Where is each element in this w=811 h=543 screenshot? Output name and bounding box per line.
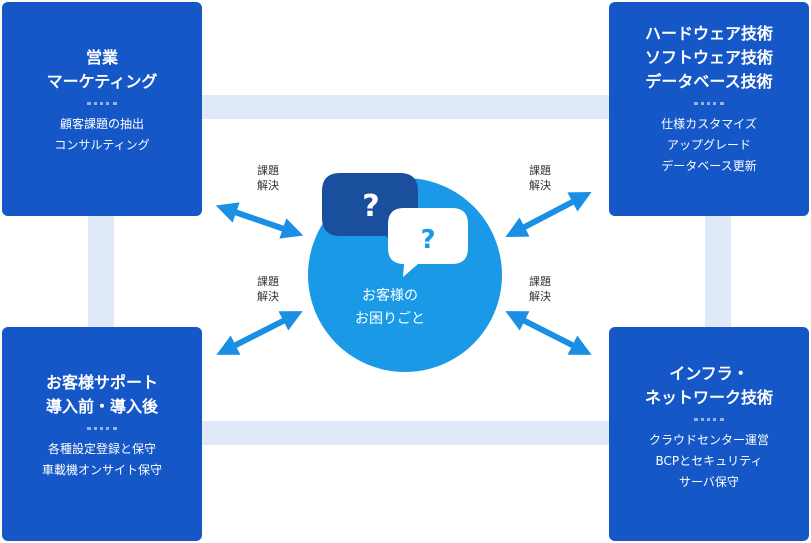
box-marketing: 営業 マーケティング 顧客課題の抽出 コンサルティング: [2, 2, 202, 216]
arrow-label-lower-right: 課題 解決: [529, 275, 551, 303]
dotted-divider: [694, 418, 724, 421]
dotted-divider: [694, 102, 724, 105]
center-title: お客様の お困りごと: [355, 288, 425, 327]
question-bubble-white-icon: ?: [388, 208, 468, 277]
box-infra-item: BCPとセキュリティ: [655, 454, 763, 468]
arrow-label-lower-left: 課題 解決: [257, 275, 279, 303]
arrow-label-upper-right: 課題 解決: [529, 164, 551, 192]
box-marketing-title: 営業 マーケティング: [46, 48, 158, 91]
box-tech: ハードウェア技術 ソフトウェア技術 データベース技術 仕様カスタマイズ アップグ…: [609, 2, 809, 216]
connector-band-right: [705, 210, 731, 335]
box-infra-item: クラウドセンター運営: [648, 433, 769, 447]
arrow-label-upper-left: 課題 解決: [257, 164, 279, 192]
box-infra: インフラ・ ネットワーク技術 クラウドセンター運営 BCPとセキュリティ サーバ…: [609, 327, 809, 541]
box-tech-item: 仕様カスタマイズ: [661, 117, 757, 131]
box-support-title: お客様サポート 導入前・導入後: [45, 373, 158, 416]
dotted-divider: [87, 102, 117, 105]
box-tech-title: ハードウェア技術 ソフトウェア技術 データベース技術: [644, 24, 773, 91]
connector-band-top: [195, 95, 615, 119]
dotted-divider: [87, 427, 117, 430]
box-marketing-item: コンサルティング: [54, 138, 150, 152]
box-infra-item: サーバ保守: [679, 475, 739, 489]
arrow-upper-left-icon: [215, 202, 304, 239]
connector-band-bottom: [195, 421, 615, 445]
box-tech-item: アップグレード: [666, 138, 751, 152]
box-support-item: 各種設定登録と保守: [47, 442, 156, 456]
arrow-upper-right-icon: [505, 191, 592, 238]
arrow-lower-left-icon: [216, 311, 303, 355]
box-support-item: 車載機オンサイト保守: [41, 463, 162, 477]
box-tech-item: データベース更新: [661, 159, 757, 173]
arrow-lower-right-icon: [505, 311, 592, 355]
box-marketing-item: 顧客課題の抽出: [59, 117, 144, 131]
box-infra-title: インフラ・ ネットワーク技術: [644, 364, 773, 407]
box-support: お客様サポート 導入前・導入後 各種設定登録と保守 車載機オンサイト保守: [2, 327, 202, 541]
connector-band-left: [88, 210, 114, 335]
question-mark-white: ?: [420, 225, 435, 255]
question-mark-dark: ?: [362, 189, 379, 224]
